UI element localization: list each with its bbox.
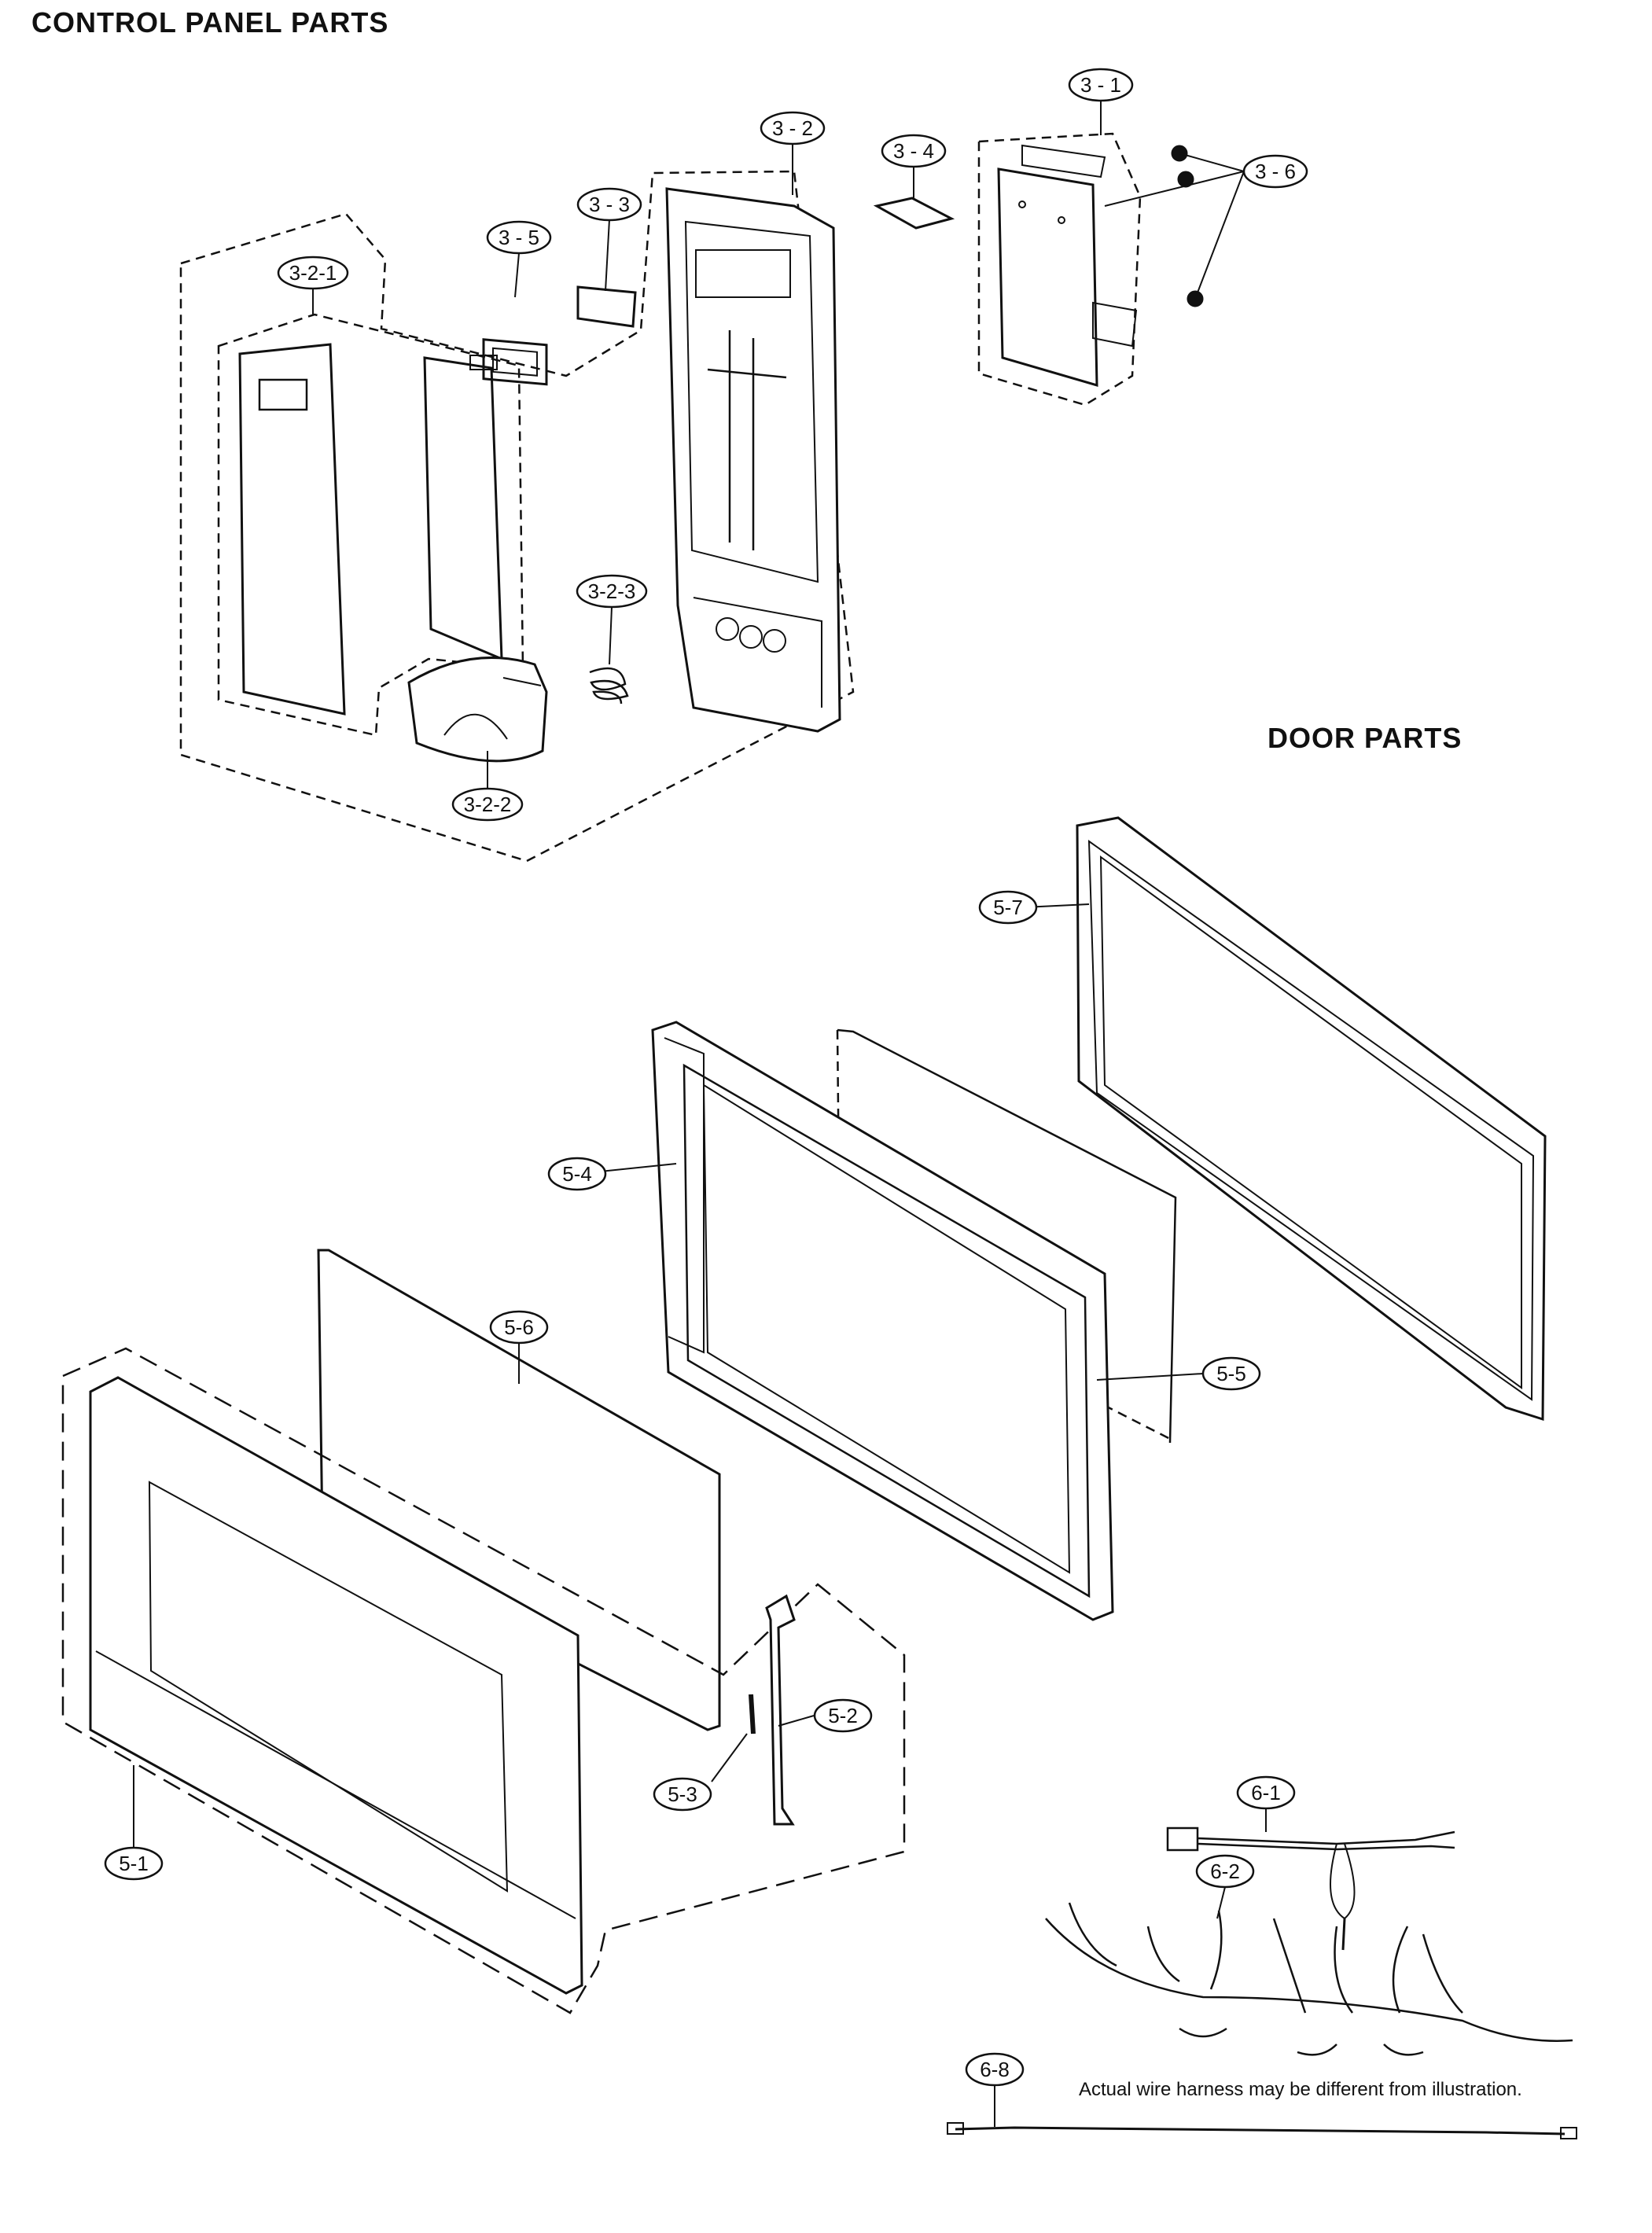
- wire-harness-6-8: [947, 2122, 1577, 2139]
- control-panel-assembly-boundary: [179, 170, 855, 863]
- callout-oval-3-3: [576, 187, 642, 222]
- callout-oval-5-3: [653, 1777, 712, 1812]
- callout-oval-5-5: [1201, 1356, 1261, 1391]
- control-overlay-sheet: [238, 343, 346, 716]
- display-window: [482, 338, 548, 386]
- callout-oval-6-8: [965, 2052, 1025, 2087]
- door-parts-title: DOOR PARTS: [1268, 722, 1463, 754]
- small-bar-part: [873, 197, 955, 230]
- callout-oval-3-1: [1068, 68, 1134, 102]
- callout-label-5-7: 5-7: [993, 896, 1023, 919]
- callout-oval-5-4: [547, 1157, 607, 1191]
- wire-harness-note: Actual wire harness may be different fro…: [1079, 2079, 1522, 2100]
- callout-label-6-8: 6-8: [980, 2058, 1010, 2081]
- callout-label-5-1: 5-1: [119, 1852, 149, 1875]
- callout-label-5-5: 5-5: [1216, 1362, 1246, 1385]
- wire-harness-6-2: [1045, 1902, 1573, 2056]
- door-assembly-boundary: [61, 1347, 906, 2014]
- callout-label-3-5: 3 - 5: [499, 226, 539, 249]
- callout-oval-5-1: [104, 1846, 164, 1881]
- callout-oval-3-5: [486, 220, 552, 255]
- wire-harness-6-1: [1166, 1826, 1455, 1951]
- door-inner-frame: [651, 1021, 1114, 1621]
- screws: [1171, 145, 1204, 307]
- callout-label-5-2: 5-2: [828, 1704, 858, 1727]
- membrane-sheet: [423, 355, 503, 661]
- callout-label-5-6: 5-6: [504, 1315, 534, 1339]
- callout-label-5-4: 5-4: [562, 1162, 592, 1186]
- callout-label-5-3: 5-3: [668, 1782, 697, 1806]
- callout-oval-3-4: [881, 134, 947, 168]
- callout-label-3-4: 3 - 4: [893, 139, 934, 163]
- callout-oval-3-2-3: [576, 574, 648, 609]
- callout-label-3-2-1: 3-2-1: [289, 261, 337, 285]
- callout-oval-6-1: [1236, 1775, 1296, 1810]
- control-panel-parts-title: CONTROL PANEL PARTS: [31, 6, 389, 39]
- callout-oval-3-2-1: [277, 256, 349, 290]
- control-pcb: [997, 144, 1138, 388]
- callout-oval-6-2: [1195, 1854, 1255, 1889]
- door-front: [89, 1376, 583, 1995]
- control-panel-frame: [665, 187, 841, 733]
- callout-label-3-1: 3 - 1: [1080, 73, 1121, 97]
- overlay-group-boundary: [217, 313, 524, 737]
- callout-label-3-2-2: 3-2-2: [464, 793, 512, 816]
- callout-oval-3-6: [1242, 154, 1308, 189]
- callout-oval-3-2-2: [451, 787, 524, 822]
- callout-oval-5-7: [978, 890, 1038, 925]
- spring: [589, 667, 629, 704]
- callout-label-6-1: 6-1: [1251, 1781, 1281, 1804]
- callout-label-6-2: 6-2: [1210, 1860, 1240, 1883]
- callout-label-3-6: 3 - 6: [1255, 160, 1296, 183]
- knob-housing: [407, 656, 548, 763]
- pcb-group-boundary: [977, 132, 1142, 407]
- callout-oval-5-2: [813, 1698, 873, 1733]
- latch-spring: [749, 1694, 756, 1735]
- callout-label-3-2: 3 - 2: [772, 116, 813, 140]
- callout-oval-5-6: [489, 1310, 549, 1345]
- callout-label-3-3: 3 - 3: [589, 193, 630, 216]
- door-frame-choke: [1076, 816, 1547, 1422]
- callout-label-3-2-3: 3-2-3: [588, 579, 636, 603]
- callout-oval-3-2: [760, 111, 826, 145]
- door-latch-lever: [765, 1594, 796, 1826]
- display-filter: [576, 285, 637, 328]
